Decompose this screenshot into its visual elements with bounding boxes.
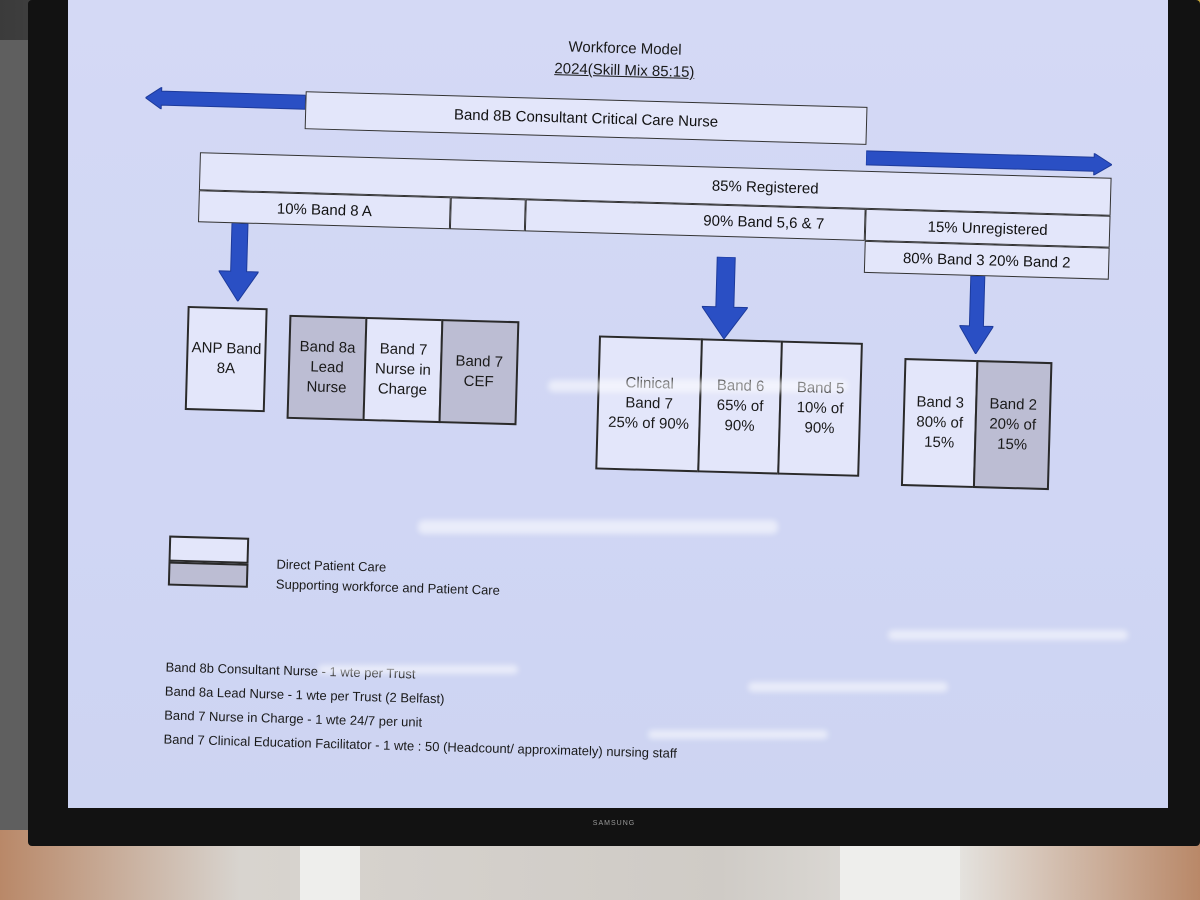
legend-swatch-direct — [168, 535, 250, 564]
box-line: Nurse in — [374, 360, 432, 379]
legend-direct-label: Direct Patient Care — [276, 556, 387, 575]
anp-box-line2: 8A — [216, 359, 236, 378]
band-7-cef-box: Band 7 CEF — [438, 319, 520, 426]
box-line: 65% of 90% — [716, 396, 764, 435]
band-3-box: Band 3 80% of 15% — [900, 358, 979, 489]
band-5-box: Band 5 10% of 90% — [777, 340, 863, 477]
light-reflection — [548, 380, 848, 392]
segment-band-3-2: 80% Band 3 20% Band 2 — [863, 240, 1110, 280]
left-arrow-icon — [144, 86, 307, 113]
note-line: Band 7 Clinical Education Facilitator - … — [163, 731, 678, 761]
light-reflection — [648, 730, 828, 739]
right-arrow-icon — [865, 147, 1113, 177]
down-arrow-icon — [700, 256, 749, 344]
legend-supporting-label: Supporting workforce and Patient Care — [275, 576, 501, 598]
box-line: Band 7 CEF — [455, 352, 504, 391]
band-6-box: Band 6 65% of 90% — [697, 338, 783, 475]
box-line: Nurse — [306, 378, 347, 397]
box-line: Band 7 — [625, 394, 674, 413]
anp-box-line1: ANP Band — [191, 338, 262, 358]
down-arrow-icon — [217, 222, 260, 307]
box-line: 15% — [923, 433, 955, 452]
down-arrow-icon — [958, 275, 995, 360]
diagram-title: Workforce Model — [568, 38, 682, 59]
anp-band-8a-box: ANP Band 8A — [184, 305, 268, 413]
band-2-box: Band 2 20% of 15% — [972, 360, 1053, 491]
clinical-band-7-box: Clinical Band 7 25% of 90% — [595, 335, 703, 473]
box-line: 20% of — [989, 415, 1037, 434]
tv-monitor: SAMSUNG Workforce Model 2024(Skill Mix 8… — [28, 0, 1200, 846]
box-line: 25% of 90% — [607, 413, 690, 434]
note-line: Band 7 Nurse in Charge - 1 wte 24/7 per … — [164, 707, 423, 730]
box-line: Band 7 — [379, 339, 428, 359]
light-reflection — [888, 630, 1128, 640]
light-reflection — [318, 665, 518, 674]
box-line: 15% — [996, 435, 1028, 454]
note-line: Band 8a Lead Nurse - 1 wte per Trust (2 … — [164, 683, 445, 707]
light-reflection — [418, 520, 778, 534]
box-line: Lead — [310, 358, 344, 377]
box-line: Charge — [377, 380, 428, 399]
consultant-bar: Band 8B Consultant Critical Care Nurse — [304, 91, 868, 145]
workforce-diagram: Workforce Model 2024(Skill Mix 85:15) Ba… — [68, 0, 1168, 808]
box-line: Band 8a — [299, 337, 356, 357]
box-line: 10% of 90% — [796, 398, 844, 438]
box-line: 80% of — [916, 413, 964, 432]
band-8a-lead-nurse-box: Band 8a Lead Nurse — [286, 314, 368, 421]
box-line: Band 3 — [916, 393, 965, 412]
legend-swatch-supporting — [167, 561, 249, 588]
monitor-brand-logo: SAMSUNG — [592, 820, 636, 827]
light-reflection — [748, 682, 948, 692]
band-7-nurse-in-charge-box: Band 7 Nurse in Charge — [362, 316, 444, 424]
segment-blank — [449, 197, 526, 232]
box-line: Band 2 — [989, 395, 1038, 414]
monitor-screen: Workforce Model 2024(Skill Mix 85:15) Ba… — [68, 0, 1168, 808]
diagram-subtitle: 2024(Skill Mix 85:15) — [554, 60, 695, 82]
